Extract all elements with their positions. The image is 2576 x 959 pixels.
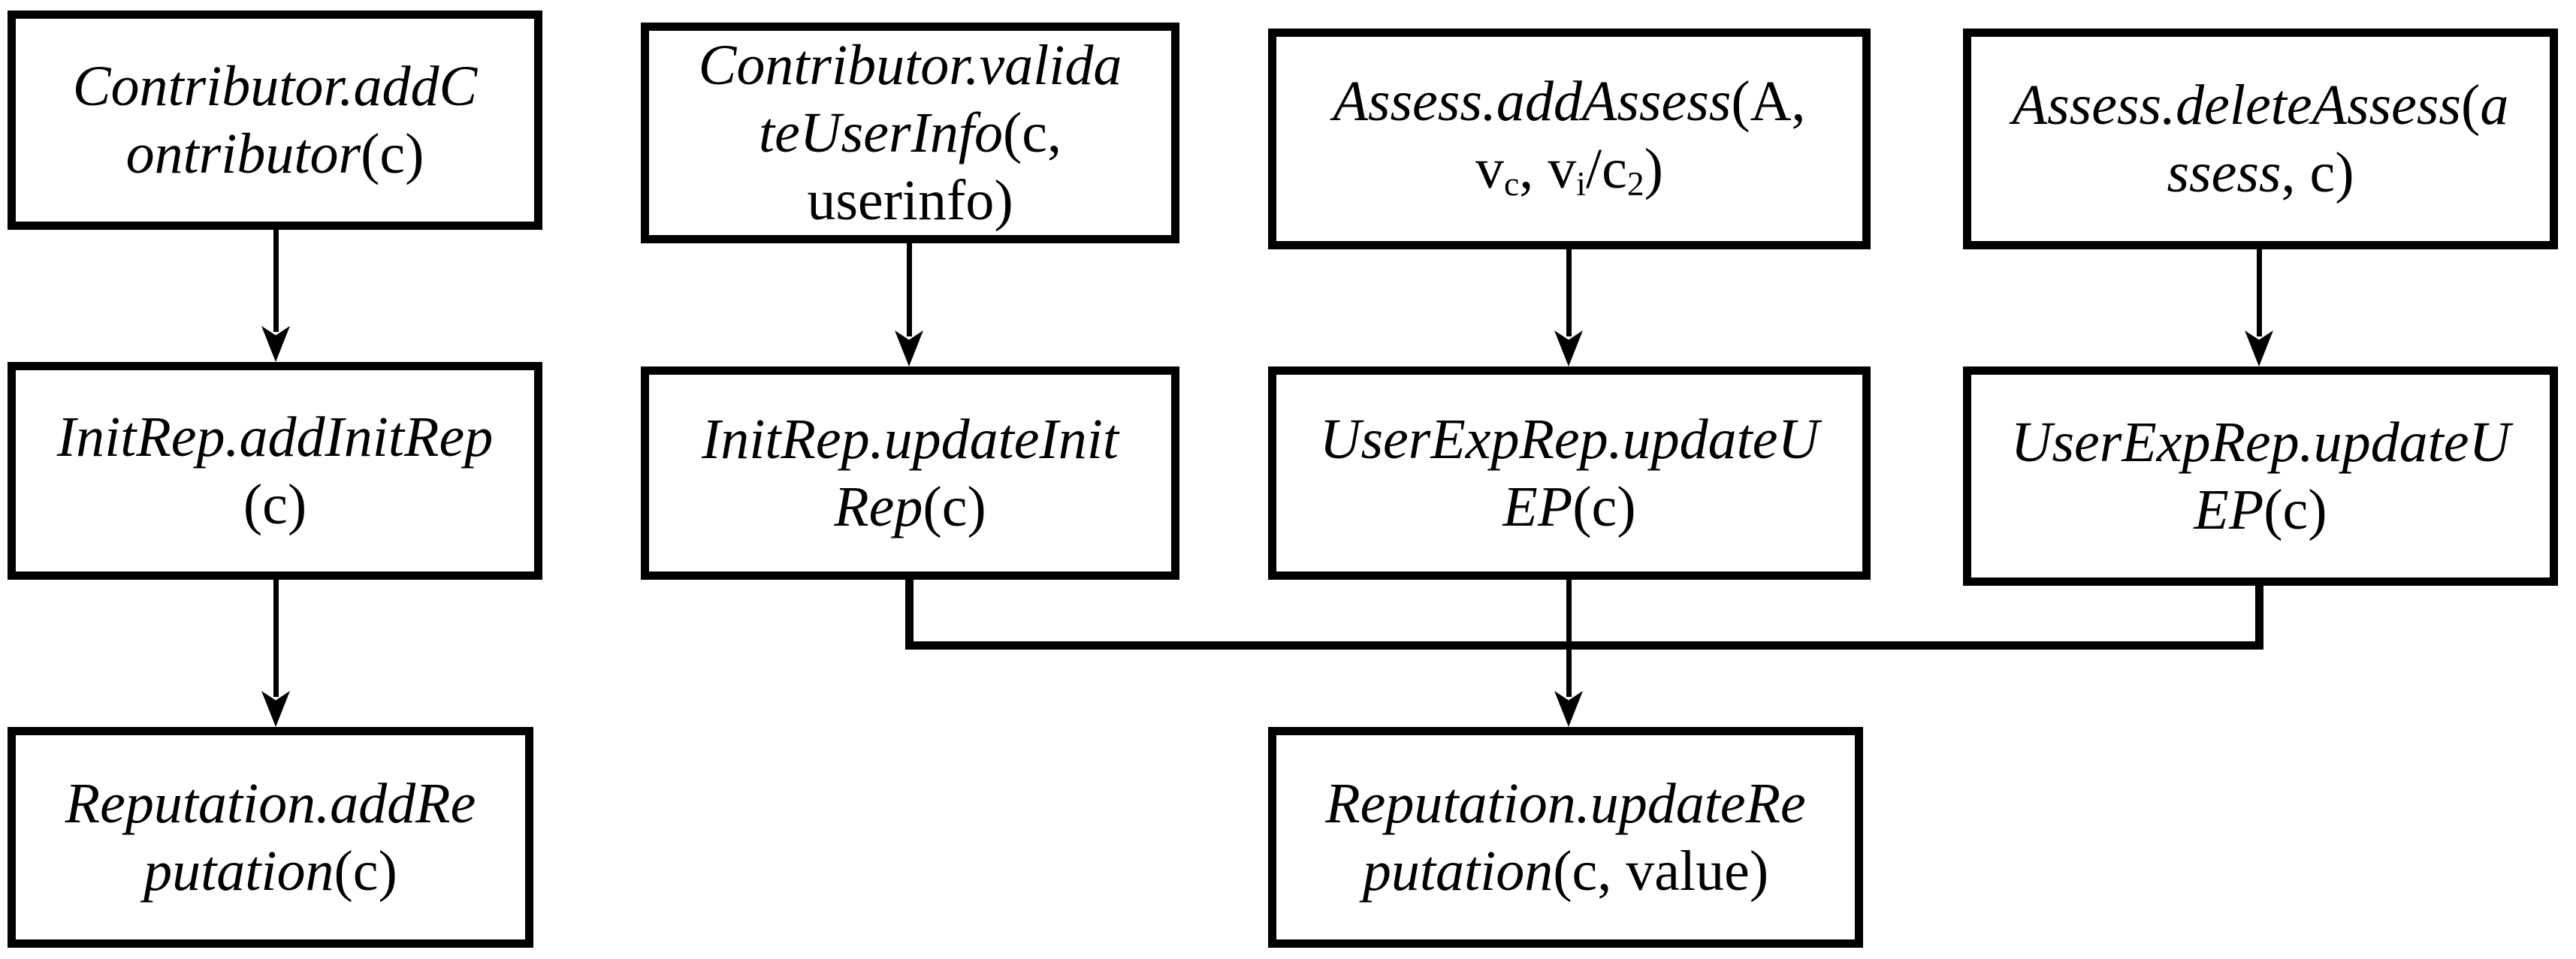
node-text-line: EP(c) (1502, 475, 1636, 538)
node-text-line: (c) (243, 473, 307, 536)
arrow-shaft-b1-c1 (273, 580, 279, 697)
connector-stub-b4 (2255, 586, 2263, 650)
node-initrep-addinitrep: InitRep.addInitRep(c) (8, 362, 542, 580)
node-text-line: Contributor.addC (72, 55, 478, 118)
node-text-line: Reputation.addRe (65, 772, 476, 835)
node-text-line: putation(c) (143, 840, 397, 903)
node-text-line: Assess.deleteAssess(a (2012, 74, 2509, 137)
node-text-line: putation(c, value) (1362, 840, 1769, 903)
node-assess-addassess: Assess.addAssess(A,vc, vi/c2) (1268, 29, 1871, 249)
arrow-shaft-a3-b3 (1566, 249, 1572, 336)
node-text-line: EP(c) (2194, 478, 2327, 541)
node-text-line: InitRep.updateInit (701, 408, 1119, 471)
node-text-line: userinfo) (807, 169, 1013, 232)
node-text-line: Contributor.valida (698, 34, 1122, 97)
connector-stub-b2 (905, 580, 914, 648)
node-text-line: ssess, c) (2167, 141, 2354, 204)
node-text-line: InitRep.addInitRep (56, 406, 494, 469)
arrow-shaft-b3-c2 (1566, 580, 1572, 697)
node-text-line: Assess.addAssess(A, (1333, 70, 1806, 133)
node-text-line: ontributor(c) (125, 122, 424, 185)
connector-bus (905, 641, 2263, 650)
node-text-line: Reputation.updateRe (1325, 772, 1806, 835)
node-text-line: UserExpRep.updateU (1319, 408, 1820, 471)
node-text-line: UserExpRep.updateU (2010, 411, 2511, 474)
arrow-shaft-a1-b1 (273, 230, 279, 332)
node-text-line: teUserInfo(c, (758, 101, 1062, 164)
node-text-line: Rep(c) (834, 475, 986, 538)
node-text-line: vc, vi/c2) (1475, 137, 1663, 204)
arrow-shaft-a2-b2 (907, 243, 912, 336)
arrow-shaft-a4-b4 (2257, 249, 2262, 336)
